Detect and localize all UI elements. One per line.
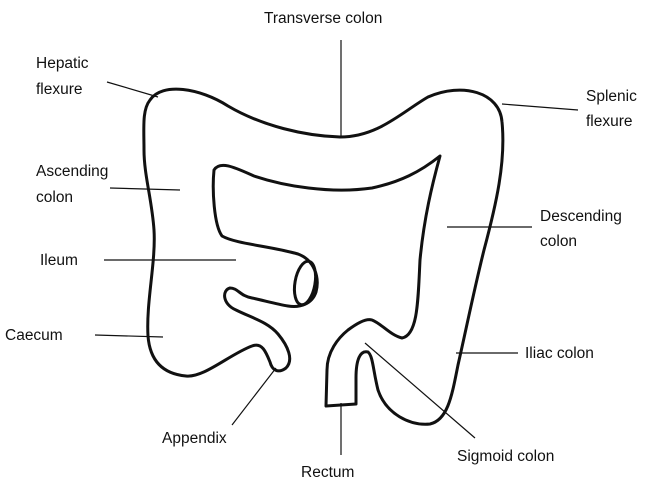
label-transverse-colon: Transverse colon xyxy=(264,10,382,27)
label-rectum: Rectum xyxy=(301,464,354,481)
leader-hepatic-flexure xyxy=(107,82,158,97)
label-splenic-flexure-2: flexure xyxy=(586,113,633,130)
leader-caecum xyxy=(95,335,163,337)
label-hepatic-flexure-2: flexure xyxy=(36,81,83,98)
leader-splenic-flexure xyxy=(502,104,578,110)
label-ileum: Ileum xyxy=(40,252,78,269)
label-descending-colon-1: Descending xyxy=(540,208,622,225)
label-ascending-colon-2: colon xyxy=(36,189,73,206)
label-iliac-colon: Iliac colon xyxy=(525,345,594,362)
label-ascending-colon-1: Ascending xyxy=(36,163,108,180)
label-sigmoid-colon: Sigmoid colon xyxy=(457,448,554,465)
ileum-end-ellipse xyxy=(291,260,318,307)
leader-appendix xyxy=(232,368,276,425)
label-hepatic-flexure-1: Hepatic xyxy=(36,55,89,72)
leader-ascending-colon xyxy=(110,188,180,190)
label-splenic-flexure-1: Splenic xyxy=(586,88,637,105)
colon-outer-outline xyxy=(144,89,503,424)
label-appendix: Appendix xyxy=(162,430,227,447)
label-descending-colon-2: colon xyxy=(540,233,577,250)
label-caecum: Caecum xyxy=(5,327,63,344)
